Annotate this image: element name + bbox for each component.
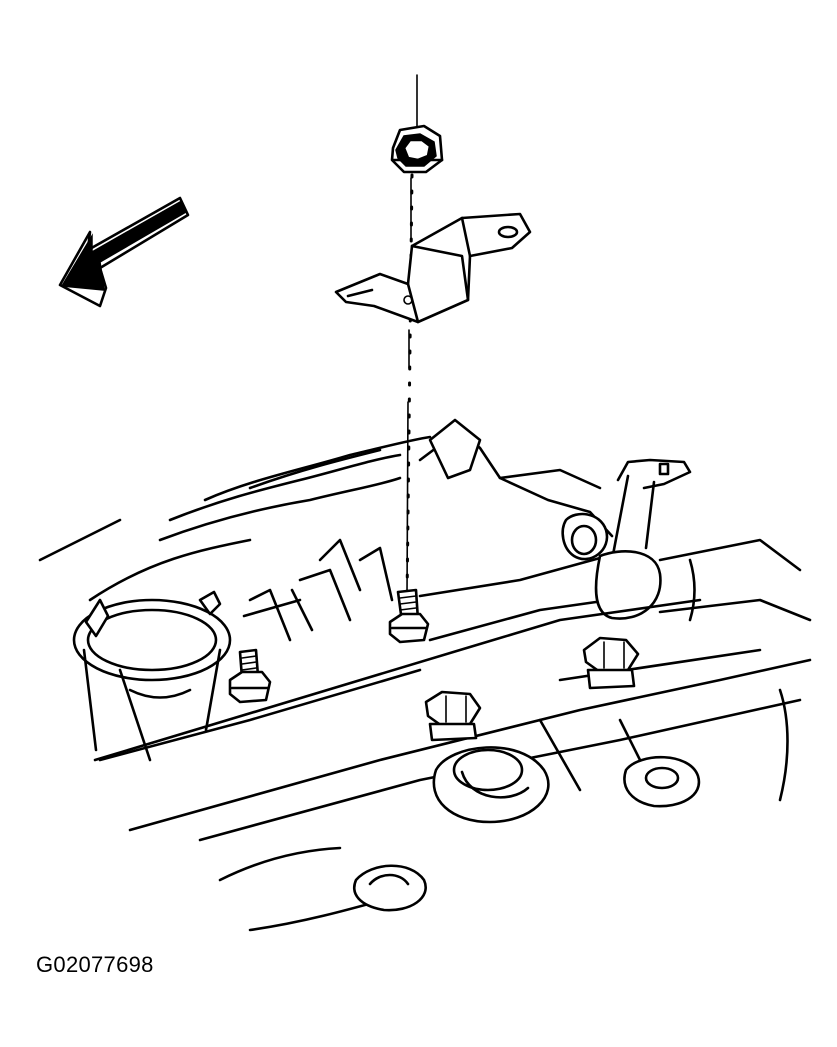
assembly-centerline [405,74,418,602]
engine-assembly [38,418,812,932]
figure-id-label: G02077698 [36,952,154,977]
hex-bolt-icon [424,690,482,742]
front-direction-arrow-icon [58,196,190,308]
hex-nut-icon [390,124,444,174]
stud-bolt-icon [228,648,272,704]
stud-bolt-icon [388,588,430,644]
mounting-bracket-icon [334,212,532,324]
hex-bolt-icon [582,636,640,690]
